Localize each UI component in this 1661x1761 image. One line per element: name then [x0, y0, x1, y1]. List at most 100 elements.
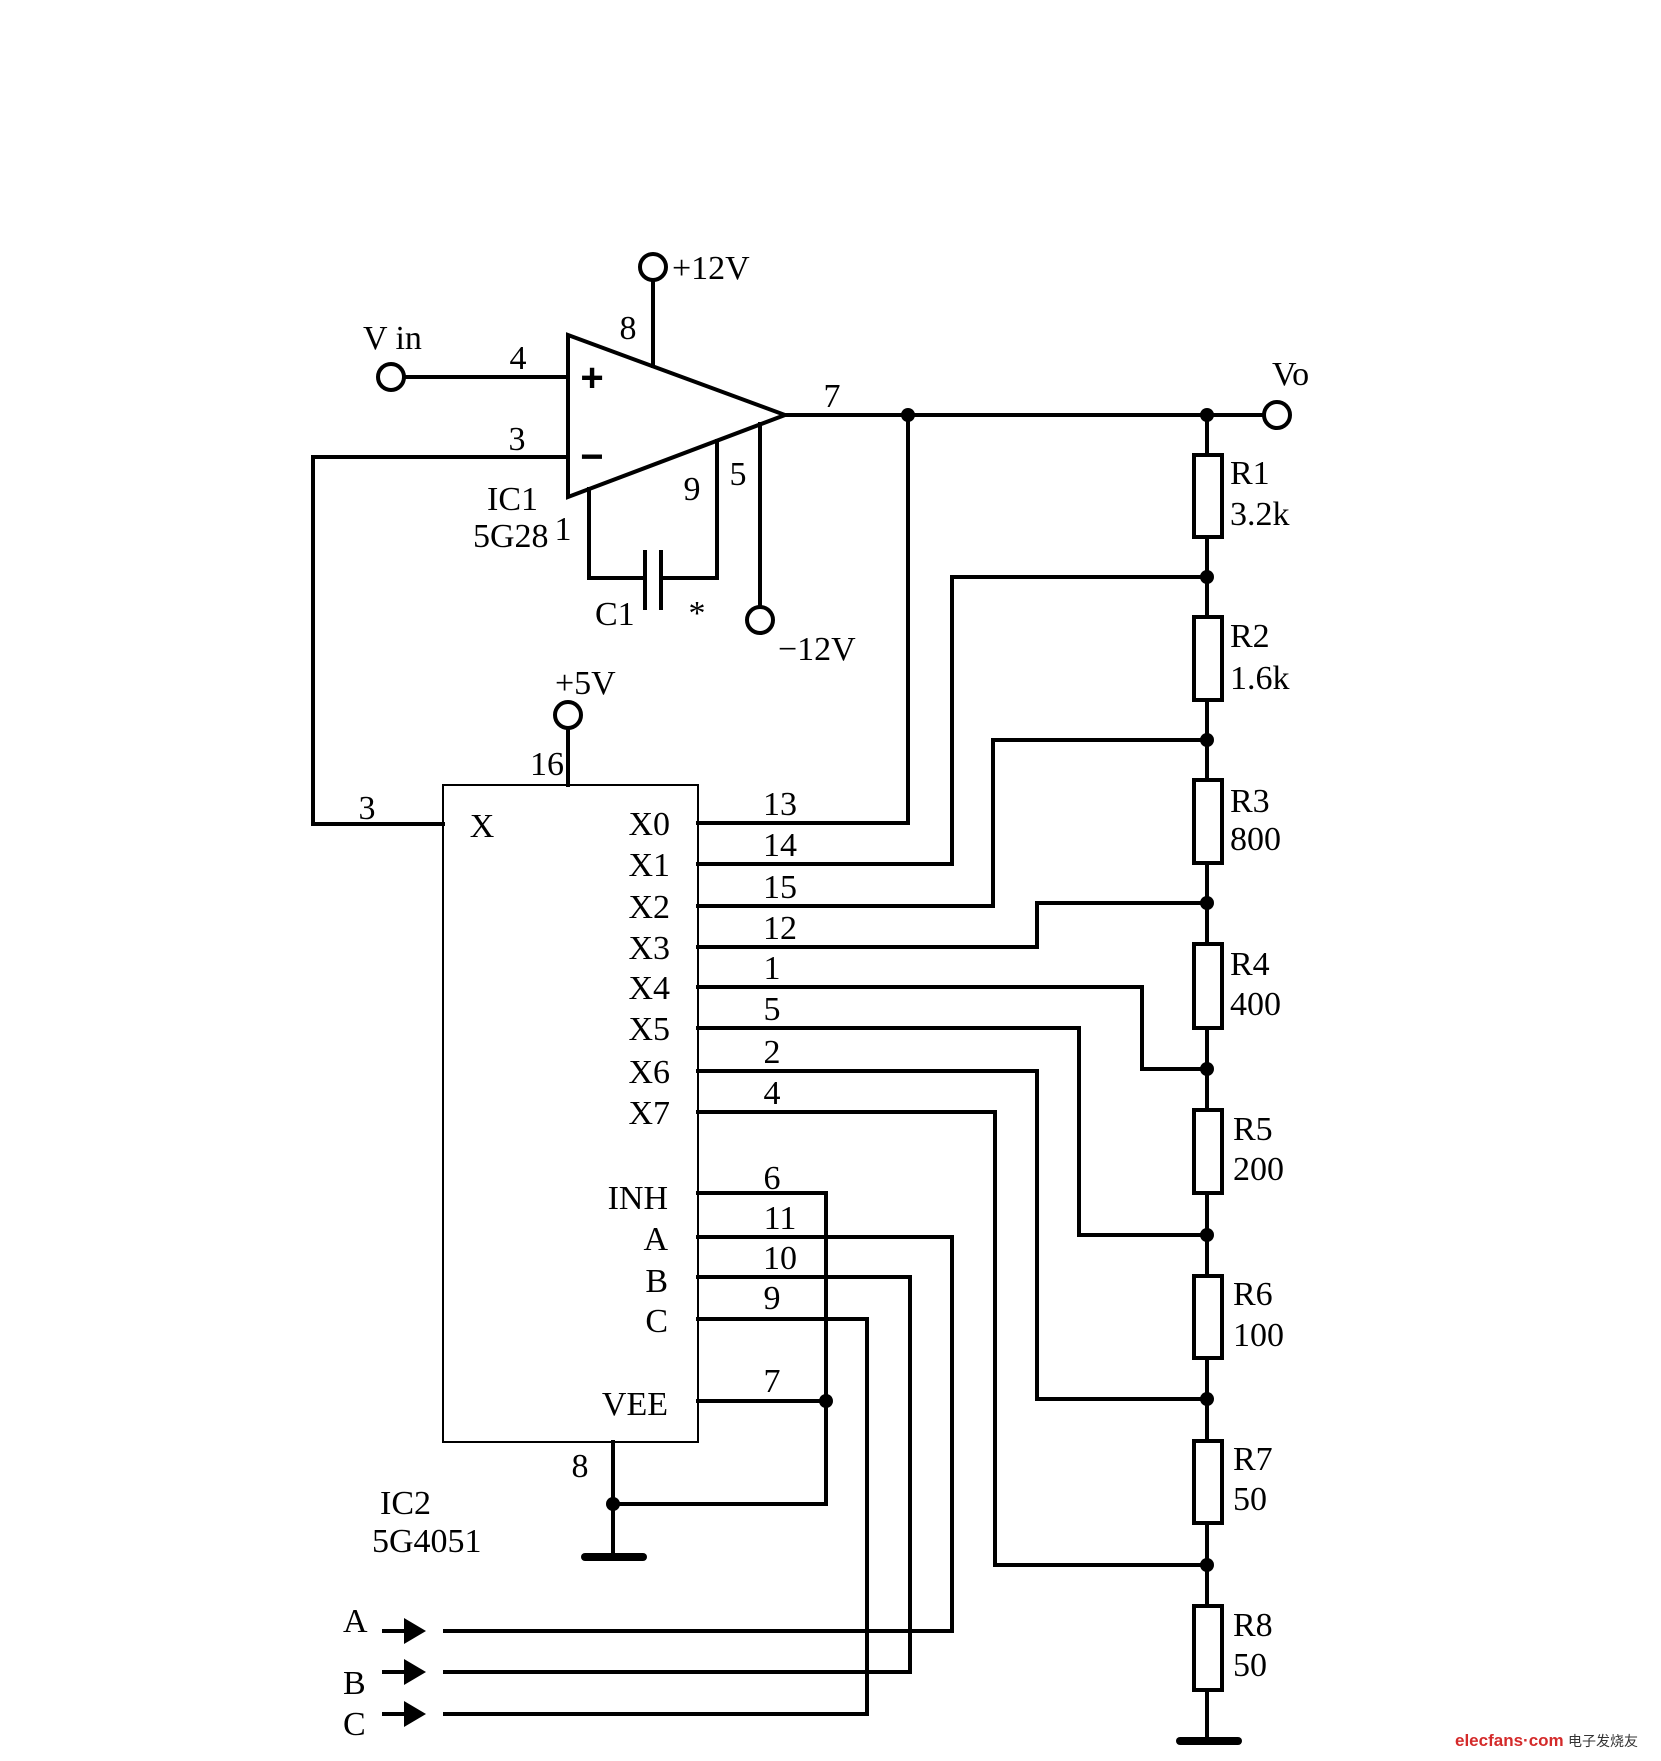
c1-label: C1	[595, 596, 635, 633]
c1-asterisk: *	[689, 595, 706, 632]
resistor-ref: R6	[1233, 1276, 1273, 1313]
control-pin-number: 9	[764, 1280, 781, 1317]
junction-dot	[1200, 1558, 1214, 1572]
resistor-r1	[1192, 453, 1224, 539]
vneg-label: −12V	[778, 631, 856, 668]
resistor-r5	[1192, 1108, 1224, 1195]
wire-pin9	[659, 439, 719, 580]
arrowhead-icon	[404, 1659, 426, 1685]
resistor-ladder: R1 3.2k R2 1.6k R3 800 R4 400 R5 200 R6 …	[1176, 413, 1290, 1745]
logic-supply-terminal-icon	[553, 700, 583, 730]
wire-x2	[696, 738, 1209, 908]
mux-common-label: X	[470, 808, 495, 845]
channel-label: X5	[628, 1011, 670, 1048]
wire-select-c	[443, 1317, 869, 1716]
resistor-ref: R8	[1233, 1607, 1273, 1644]
junction-dot	[901, 408, 915, 422]
pin-label-16: 16	[530, 746, 564, 783]
resistor-r7	[1192, 1439, 1224, 1525]
opamp-ic1: + − +12V 8 V in 4 3 IC1 5G28 1 9 C1 * 5 …	[311, 250, 1309, 826]
junction-dot	[1200, 570, 1214, 584]
pin-label-gnd: 8	[572, 1448, 589, 1485]
resistor-r2	[1192, 615, 1224, 702]
junction-dot	[1200, 408, 1214, 422]
watermark-brand: elecfans·com	[1455, 1731, 1564, 1750]
watermark-cn: 电子发烧友	[1568, 1734, 1638, 1750]
control-pin-number: 11	[764, 1200, 797, 1237]
pin-label-7: 7	[824, 378, 841, 415]
resistor-ref: R4	[1230, 946, 1270, 983]
channel-pin-number: 2	[764, 1034, 781, 1071]
resistor-ref: R5	[1233, 1111, 1273, 1148]
vpos-label: +12V	[672, 250, 750, 287]
opamp-minus-sign: −	[580, 435, 603, 479]
select-input-label: C	[343, 1706, 366, 1743]
wire-x5	[696, 1026, 1209, 1237]
vpos-terminal-icon	[638, 252, 668, 282]
ic1-ref: IC1	[487, 481, 538, 518]
channel-pin-number: 14	[763, 827, 797, 864]
opamp-triangle	[566, 332, 791, 500]
ic1-part: 5G28	[473, 518, 549, 555]
vin-terminal-icon	[376, 362, 406, 392]
junction-dot	[1200, 733, 1214, 747]
resistor-r8	[1192, 1604, 1224, 1692]
control-pin-number: 6	[764, 1160, 781, 1197]
mux-ic2: +5V 16 3 X X0 X1 X2 X3 X4 X5 X6 X7 13 14…	[359, 413, 1209, 1716]
junctions	[606, 408, 1214, 1572]
resistor-value: 400	[1230, 986, 1281, 1023]
pin-label-3: 3	[509, 421, 526, 458]
control-label: VEE	[602, 1386, 668, 1423]
resistor-value: 3.2k	[1230, 496, 1290, 533]
control-pin-number: 10	[763, 1240, 797, 1277]
resistor-value: 800	[1230, 821, 1281, 858]
resistor-ref: R2	[1230, 618, 1270, 655]
arrowhead-icon	[404, 1618, 426, 1644]
channel-label: X1	[628, 847, 670, 884]
wire-feedback	[311, 455, 570, 826]
select-inputs: A B C	[343, 1603, 426, 1743]
junction-dot	[1200, 896, 1214, 910]
resistor-r4	[1192, 942, 1224, 1030]
resistor-r6	[1192, 1274, 1224, 1360]
wire-x6	[696, 1069, 1209, 1401]
control-label: B	[645, 1263, 668, 1300]
watermark: elecfans·com 电子发烧友	[1455, 1731, 1638, 1750]
channel-pin-number: 15	[763, 869, 797, 906]
vneg-terminal-icon	[745, 605, 775, 635]
wire-pin1	[587, 487, 647, 580]
wire-x1	[696, 575, 1209, 866]
resistor-value: 1.6k	[1230, 660, 1290, 697]
junction-dot	[819, 1394, 833, 1408]
resistor-value: 50	[1233, 1647, 1267, 1684]
channel-label: X0	[628, 806, 670, 843]
pin-label-5: 5	[730, 456, 747, 493]
resistor-ref: R7	[1233, 1441, 1273, 1478]
ic2-ref: IC2	[380, 1485, 431, 1522]
control-pin-number: 7	[764, 1363, 781, 1400]
resistor-value: 100	[1233, 1317, 1284, 1354]
pin-label-4: 4	[510, 340, 527, 377]
vo-label: Vo	[1272, 356, 1309, 393]
resistor-value: 200	[1233, 1151, 1284, 1188]
wire-x7	[696, 1110, 1209, 1567]
channel-pin-number: 13	[763, 786, 797, 823]
wire-x0	[696, 413, 910, 825]
vin-label: V in	[363, 320, 422, 357]
logic-supply-label: +5V	[555, 665, 616, 702]
wire-select-a	[443, 1235, 954, 1633]
ic2-part: 5G4051	[372, 1523, 482, 1560]
channel-pin-number: 5	[764, 991, 781, 1028]
resistor-value: 50	[1233, 1481, 1267, 1518]
channel-label: X4	[628, 970, 670, 1007]
pin-label-9: 9	[684, 471, 701, 508]
select-input-label: B	[343, 1665, 366, 1702]
arrowhead-icon	[404, 1701, 426, 1727]
channel-label: X2	[628, 889, 670, 926]
channel-label: X7	[628, 1095, 670, 1132]
select-input-label: A	[343, 1603, 368, 1640]
channel-label: X3	[628, 930, 670, 967]
junction-dot	[1200, 1062, 1214, 1076]
resistor-r3	[1192, 778, 1224, 865]
